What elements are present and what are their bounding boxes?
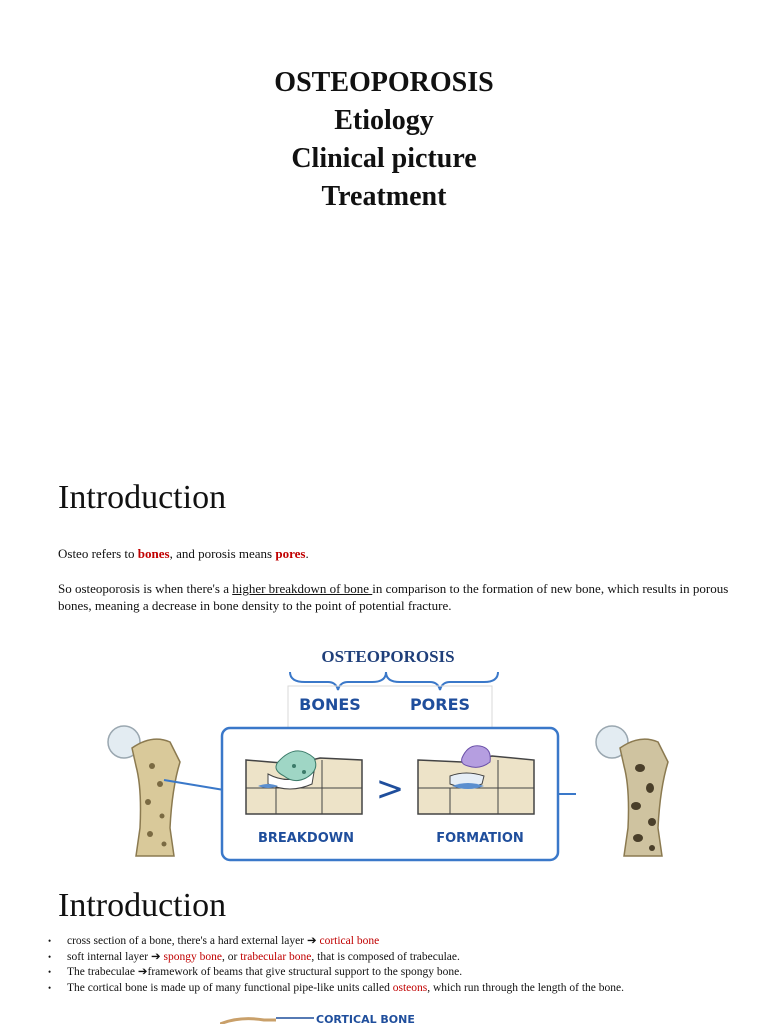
text-span: So osteoporosis is when there's a bbox=[58, 581, 233, 596]
brace-pores bbox=[385, 671, 499, 691]
connector-left bbox=[163, 779, 225, 791]
text-span: in comparison to the formation of new bo… bbox=[58, 581, 729, 613]
list-item: The trabeculae ➔framework of beams that … bbox=[48, 965, 758, 981]
label-pores: PORES bbox=[410, 695, 470, 714]
keyword-bones: bones bbox=[137, 546, 170, 561]
cortical-bone-figure: CORTICAL BONE bbox=[220, 1013, 415, 1024]
osteoporosis-diagram: OSTEOPOROSIS BONES PORES > BREAKDOWN bbox=[107, 647, 669, 862]
keyword-pores: pores bbox=[275, 546, 306, 561]
section-heading-introduction: Introduction bbox=[58, 479, 227, 516]
keyword-osteons: osteons bbox=[392, 981, 428, 994]
list-item: cross section of a bone, there's a hard … bbox=[48, 934, 758, 950]
keyword-spongy-bone: spongy bone bbox=[163, 950, 222, 963]
section-heading-introduction-2: Introduction bbox=[58, 887, 227, 924]
left-femur-icon bbox=[107, 725, 181, 857]
text-span: cross section of a bone, there's a hard … bbox=[67, 935, 307, 947]
text-span: , and porosis means bbox=[169, 546, 276, 561]
intro-paragraph-1: Osteo refers to bones, and porosis means… bbox=[58, 545, 309, 562]
text-span: The trabeculae bbox=[67, 966, 138, 978]
text-span: , which run through the length of the bo… bbox=[427, 981, 624, 994]
intro-paragraph-2: So osteoporosis is when there's a higher… bbox=[58, 580, 750, 614]
text-span: The cortical bone is made up of many fun… bbox=[67, 981, 393, 994]
right-femur-icon bbox=[595, 725, 669, 857]
list-item: The cortical bone is made up of many fun… bbox=[48, 981, 758, 997]
title-clinical-picture: Clinical picture bbox=[291, 143, 477, 174]
arrow-icon: ➔ bbox=[306, 935, 317, 947]
title-main: OSTEOPOROSIS bbox=[274, 67, 494, 98]
formation-illustration bbox=[417, 745, 535, 815]
text-span: , that is composed of trabeculae. bbox=[311, 950, 460, 963]
underlined-phrase: higher breakdown of bone bbox=[232, 581, 373, 596]
keyword-trabecular-bone: trabecular bone bbox=[240, 950, 312, 963]
diagram-title: OSTEOPOROSIS bbox=[321, 647, 454, 666]
breakdown-illustration bbox=[245, 750, 363, 815]
label-bones: BONES bbox=[299, 695, 361, 714]
title-etiology: Etiology bbox=[334, 105, 434, 136]
greater-than-symbol: > bbox=[376, 769, 405, 809]
text-span: soft internal layer bbox=[67, 950, 151, 963]
label-formation: FORMATION bbox=[436, 831, 524, 846]
keyword-cortical-bone: cortical bone bbox=[319, 935, 380, 947]
text-span: . bbox=[305, 546, 309, 561]
arrow-icon: ➔ bbox=[150, 950, 161, 963]
title-block: OSTEOPOROSIS Etiology Clinical picture T… bbox=[0, 64, 768, 216]
bullet-list: cross section of a bone, there's a hard … bbox=[48, 934, 758, 996]
bone-edge-shape bbox=[220, 1017, 276, 1024]
arrow-icon: ➔ bbox=[137, 966, 148, 978]
list-item: soft internal layer ➔ spongy bone, or tr… bbox=[48, 950, 758, 966]
text-span: Osteo refers to bbox=[58, 546, 138, 561]
brace-bones bbox=[289, 671, 387, 691]
label-breakdown: BREAKDOWN bbox=[258, 831, 354, 846]
text-span: , or bbox=[221, 950, 241, 963]
title-treatment: Treatment bbox=[321, 181, 447, 212]
text-span: framework of beams that give structural … bbox=[147, 966, 463, 978]
label-cortical-bone: CORTICAL BONE bbox=[316, 1013, 415, 1024]
